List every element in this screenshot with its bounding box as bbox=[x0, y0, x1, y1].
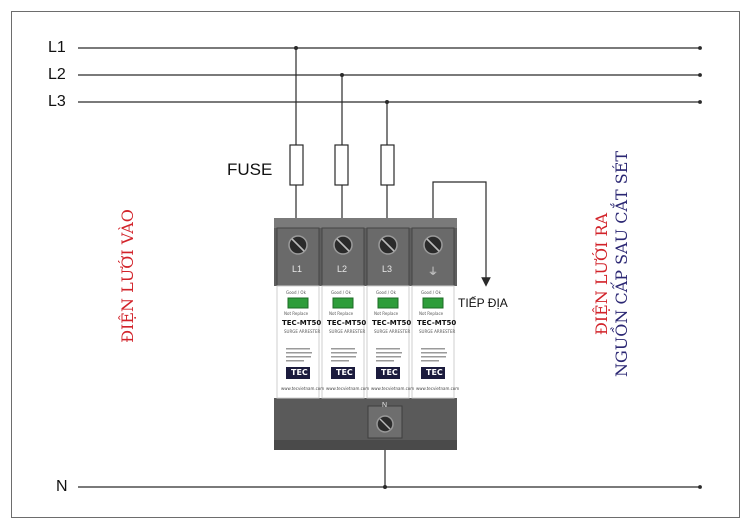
model-l1: TEC-MT50 bbox=[282, 319, 322, 327]
pole-l1 bbox=[276, 227, 320, 399]
brand-l2: TEC bbox=[336, 368, 353, 377]
ground-label: TIẾP ĐỊA bbox=[458, 296, 508, 310]
surge-arrester-module bbox=[274, 218, 457, 450]
terminal-label-l1: L1 bbox=[292, 264, 303, 274]
brand-ground: TEC bbox=[426, 368, 443, 377]
terminal-label-n: N bbox=[382, 402, 388, 409]
status-top-l1: Good / Ok bbox=[286, 290, 306, 295]
fuse-l2 bbox=[334, 144, 349, 186]
label-l3: L3 bbox=[48, 93, 66, 110]
output-label: ĐIỆN LƯỚI RA bbox=[592, 212, 611, 336]
status-top-l3: Good / Ok bbox=[376, 290, 396, 295]
website-l3: www.tecvietnam.com bbox=[371, 386, 415, 391]
output-sublabel: NGUỒN CẤP SAU CẮT SÉT bbox=[612, 150, 631, 377]
terminal-label-ground: ⏚ bbox=[428, 267, 438, 278]
subtitle-l1: SURGE ARRESTER bbox=[284, 329, 321, 334]
label-l1: L1 bbox=[48, 39, 66, 56]
status-top-ground: Good / Ok bbox=[421, 290, 441, 295]
label-l2: L2 bbox=[48, 66, 66, 83]
subtitle-ground: SURGE ARRESTER bbox=[419, 329, 456, 334]
terminal-label-l3: L3 bbox=[382, 264, 393, 274]
status-bottom-l2: Not Replace bbox=[329, 311, 354, 316]
fuse-l1 bbox=[289, 144, 304, 186]
brand-l3: TEC bbox=[381, 368, 398, 377]
website-l2: www.tecvietnam.com bbox=[326, 386, 370, 391]
subtitle-l3: SURGE ARRESTER bbox=[374, 329, 411, 334]
ground-wire bbox=[432, 181, 491, 287]
fuse-l3 bbox=[380, 144, 395, 186]
input-label: ĐIỆN LƯỚI VÀO bbox=[118, 209, 137, 343]
status-window-l3 bbox=[377, 297, 399, 309]
status-window-l1 bbox=[287, 297, 309, 309]
terminal-label-l2: L2 bbox=[337, 264, 348, 274]
status-window-l2 bbox=[332, 297, 354, 309]
model-ground: TEC-MT50 bbox=[417, 319, 457, 327]
status-window-ground bbox=[422, 297, 444, 309]
model-l2: TEC-MT50 bbox=[327, 319, 367, 327]
label-n: N bbox=[56, 478, 68, 495]
status-bottom-ground: Not Replace bbox=[419, 311, 444, 316]
status-bottom-l1: Not Replace bbox=[284, 311, 309, 316]
subtitle-l2: SURGE ARRESTER bbox=[329, 329, 366, 334]
website-l1: www.tecvietnam.com bbox=[281, 386, 325, 391]
website-ground: www.tecvietnam.com bbox=[416, 386, 460, 391]
fuse-label: FUSE bbox=[227, 160, 273, 179]
diagram-frame bbox=[11, 11, 740, 518]
brand-l1: TEC bbox=[291, 368, 308, 377]
status-bottom-l3: Not Replace bbox=[374, 311, 399, 316]
status-top-l2: Good / Ok bbox=[331, 290, 351, 295]
model-l3: TEC-MT50 bbox=[372, 319, 412, 327]
